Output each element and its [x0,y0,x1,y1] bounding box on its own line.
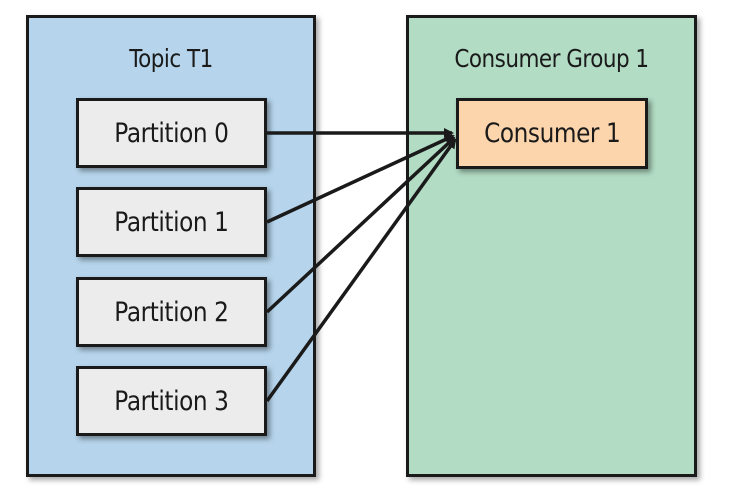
partition-0-label: Partition 0 [114,117,229,149]
partition-0-node: Partition 0 [76,98,267,168]
partition-2-node: Partition 2 [76,277,267,347]
consumer-1-label: Consumer 1 [483,118,621,149]
partition-3-label: Partition 3 [114,385,229,417]
consumer-group-title: Consumer Group 1 [454,44,649,73]
partition-2-label: Partition 2 [114,296,229,328]
partition-3-node: Partition 3 [76,366,267,436]
topic-title: Topic T1 [129,44,213,73]
consumer-group-container: Consumer Group 1 [406,15,697,477]
partition-1-node: Partition 1 [76,187,267,257]
consumer-1-node: Consumer 1 [456,98,648,169]
partition-1-label: Partition 1 [114,206,229,238]
